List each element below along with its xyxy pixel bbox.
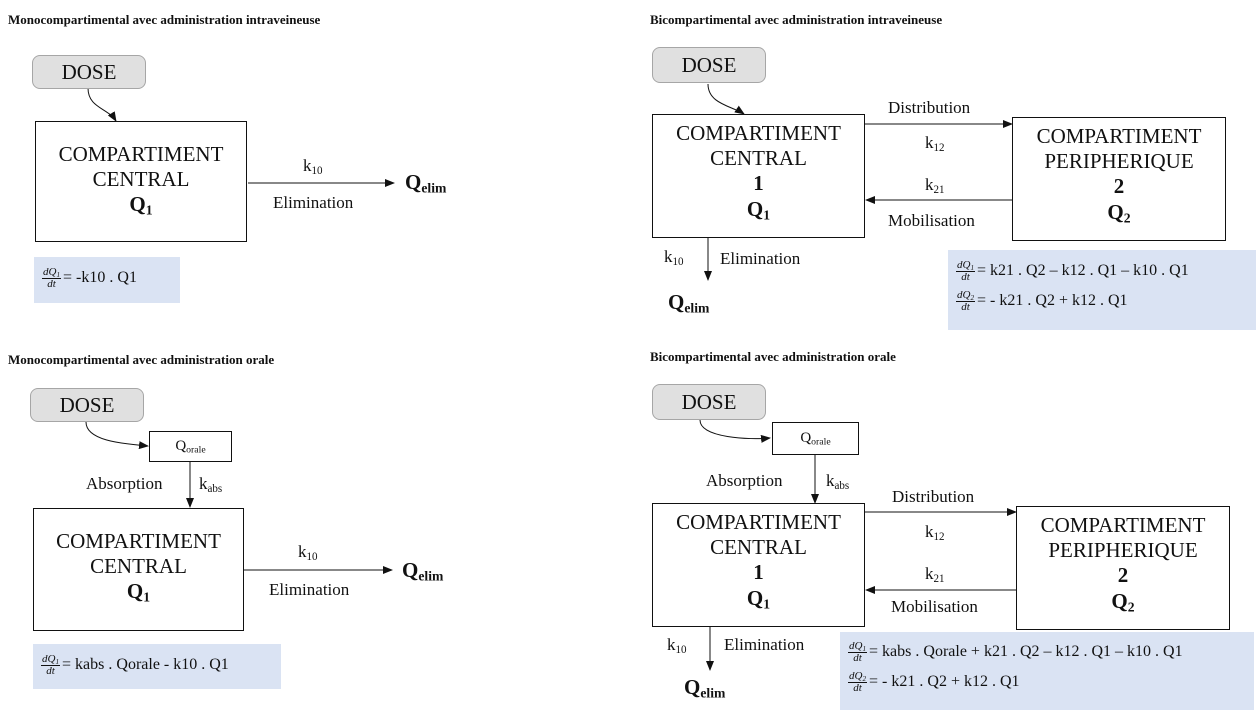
dose-box: DOSE xyxy=(30,388,144,422)
q-orale-box: Qorale xyxy=(149,431,232,462)
dose-box: DOSE xyxy=(32,55,146,89)
elimination-label: Elimination xyxy=(724,635,805,654)
equation-rhs: = - k21 . Q2 + k12 . Q1 xyxy=(977,292,1128,309)
mono-iv-title: Monocompartimental avec administration i… xyxy=(8,12,321,27)
compartment-quantity: Q2 xyxy=(1111,588,1135,614)
absorption-label: Absorption xyxy=(706,471,783,490)
distribution-label: Distribution xyxy=(888,98,971,117)
k21-label: k21 xyxy=(925,175,945,196)
central-compartment: COMPARTIMENT CENTRAL 1 Q1 xyxy=(652,503,865,627)
k12-label: k12 xyxy=(925,522,945,543)
peripheral-compartment: COMPARTIMENT PERIPHERIQUE 2 Q2 xyxy=(1012,117,1226,241)
dose-box: DOSE xyxy=(652,384,766,420)
compartment-label: COMPARTIMENT xyxy=(1036,124,1202,148)
equation-rhs: = -k10 . Q1 xyxy=(63,269,137,286)
dose-to-qorale-arrow xyxy=(699,419,771,443)
equation-rhs: = - k21 . Q2 + k12 . Q1 xyxy=(869,673,1020,690)
k10-label: k10 xyxy=(298,542,318,563)
compartment-number: 2 xyxy=(1117,563,1129,588)
dose-to-qorale-arrow xyxy=(85,421,149,450)
distribution-label: Distribution xyxy=(892,487,975,506)
compartment-label: CENTRAL xyxy=(710,146,807,171)
central-compartment: COMPARTIMENT CENTRAL 1 Q1 xyxy=(652,114,865,238)
equation-rhs: = kabs . Qorale + k21 . Q2 – k12 . Q1 – … xyxy=(869,643,1183,660)
q-elim: Qelim xyxy=(668,290,710,316)
dose-to-central-arrow xyxy=(707,83,745,115)
compartment-label: CENTRAL xyxy=(710,535,807,560)
compartment-quantity: Q1 xyxy=(126,579,151,605)
k10-label: k10 xyxy=(303,156,323,177)
compartment-label: COMPARTIMENT xyxy=(676,510,841,534)
compartment-label: CENTRAL xyxy=(90,554,187,579)
q-elim: Qelim xyxy=(402,558,444,584)
compartment-quantity: Q1 xyxy=(746,196,771,222)
compartment-number: 1 xyxy=(753,560,764,585)
compartment-number: 1 xyxy=(753,171,764,196)
dose-box: DOSE xyxy=(652,47,766,83)
mobilisation-label: Mobilisation xyxy=(888,211,975,230)
compartment-label: COMPARTIMENT xyxy=(1040,513,1206,537)
compartment-quantity: Q2 xyxy=(1107,199,1131,225)
compartment-label: COMPARTIMENT xyxy=(676,121,841,145)
k10-label: k10 xyxy=(664,247,684,268)
q-orale-box: Qorale xyxy=(772,422,859,455)
q-elim: Qelim xyxy=(684,675,726,701)
compartment-label: COMPARTIMENT xyxy=(58,142,224,166)
absorption-label: Absorption xyxy=(86,474,163,493)
central-compartment: COMPARTIMENT CENTRAL Q1 xyxy=(33,508,244,631)
mono-oral-title: Monocompartimental avec administration o… xyxy=(8,352,275,367)
kabs-label: kabs xyxy=(826,471,850,492)
elimination-label: Elimination xyxy=(269,580,350,599)
dose-to-central-arrow xyxy=(87,87,117,122)
q-elim: Qelim xyxy=(405,170,447,196)
equation-rhs: = k21 . Q2 – k12 . Q1 – k10 . Q1 xyxy=(977,262,1189,279)
k21-label: k21 xyxy=(925,564,945,585)
k12-label: k12 xyxy=(925,133,945,154)
compartment-number: 2 xyxy=(1113,174,1125,199)
peripheral-compartment: COMPARTIMENT PERIPHERIQUE 2 Q2 xyxy=(1016,506,1230,630)
kabs-label: kabs xyxy=(199,474,223,495)
elimination-label: Elimination xyxy=(720,249,801,268)
elimination-label: Elimination xyxy=(273,193,354,212)
bi-iv-title: Bicompartimental avec administration int… xyxy=(650,12,943,27)
bi-oral-title: Bicompartimental avec administration ora… xyxy=(650,349,896,364)
mobilisation-label: Mobilisation xyxy=(891,597,978,616)
compartment-quantity: Q1 xyxy=(746,585,771,611)
compartment-label: PERIPHERIQUE xyxy=(1048,538,1198,563)
compartment-label: COMPARTIMENT xyxy=(56,529,221,553)
compartment-label: PERIPHERIQUE xyxy=(1044,149,1194,174)
k10-label: k10 xyxy=(667,635,687,656)
central-compartment: COMPARTIMENT CENTRAL Q1 xyxy=(35,121,247,242)
equation-rhs: = kabs . Qorale - k10 . Q1 xyxy=(62,656,229,673)
compartment-label: CENTRAL xyxy=(92,167,190,192)
compartment-quantity: Q1 xyxy=(129,192,153,218)
